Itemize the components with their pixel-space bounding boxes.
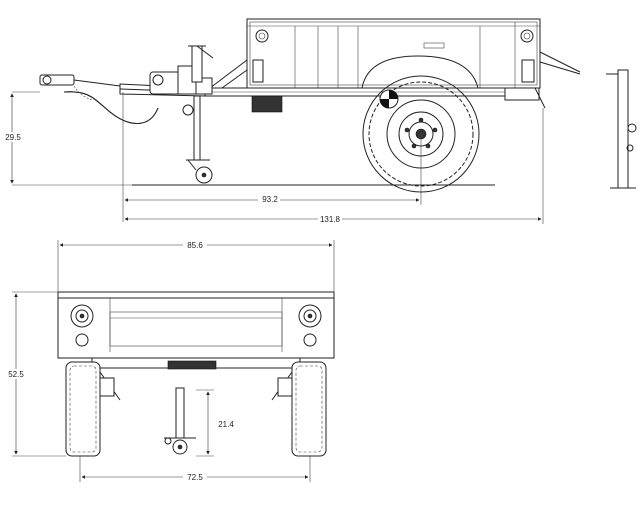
front-view: 85.6 52.5 21.4 72.5 — [4, 240, 335, 482]
dim-front-stand: 21.4 — [218, 420, 234, 429]
center-of-gravity-icon — [379, 89, 399, 109]
side-view: 29.5 93.2 131.8 — [2, 18, 637, 224]
dim-front-width: 85.6 — [187, 241, 203, 250]
front-jack-stand — [182, 45, 214, 184]
dim-front-height: 52.5 — [8, 370, 24, 379]
dim-side-height: 29.5 — [5, 133, 21, 142]
dim-front-track: 72.5 — [187, 473, 203, 482]
dim-side-axle: 93.2 — [262, 195, 278, 204]
rear-prop-stand — [539, 51, 637, 189]
dim-side-length: 131.8 — [320, 215, 341, 224]
